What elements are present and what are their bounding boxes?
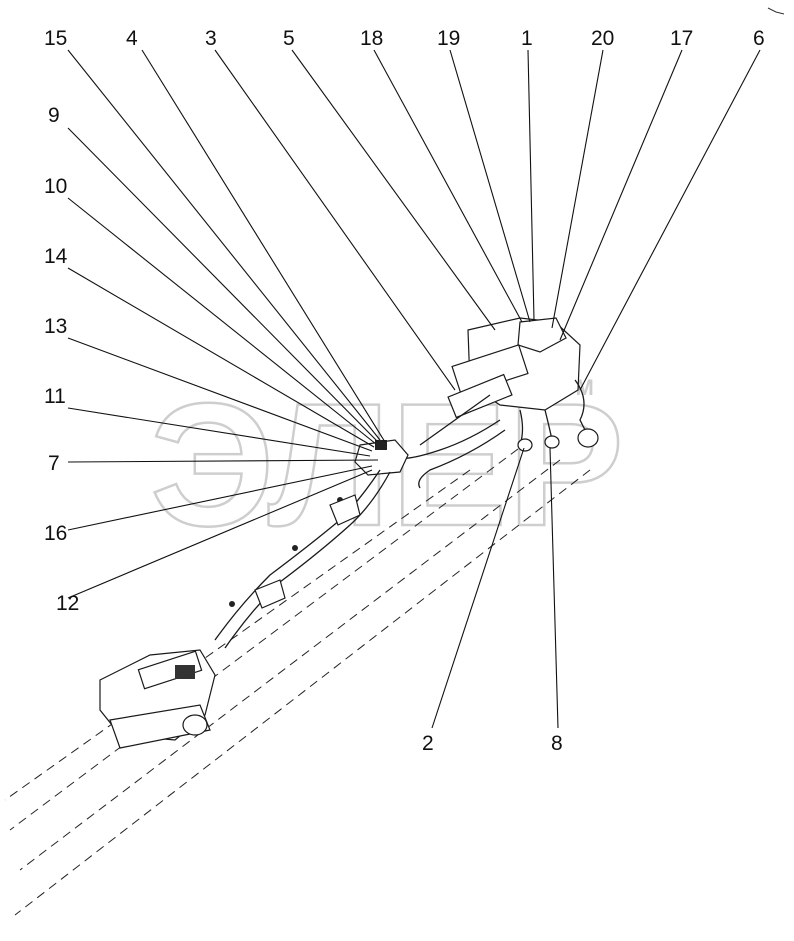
hose-run <box>214 469 391 649</box>
callout-14: 14 <box>44 245 68 268</box>
callout-4: 4 <box>126 27 138 50</box>
frame-centerlines <box>4 439 591 916</box>
callout-labels: 15 4 3 5 18 19 1 20 17 6 9 10 14 13 11 7… <box>44 27 765 755</box>
callout-5: 5 <box>283 27 295 50</box>
corner-mark <box>767 7 785 15</box>
callout-12: 12 <box>56 592 79 615</box>
callout-15: 15 <box>44 27 67 50</box>
callout-8: 8 <box>551 732 563 755</box>
callout-13: 13 <box>44 315 67 338</box>
front-assembly <box>354 317 599 489</box>
rear-assembly <box>99 649 216 749</box>
callout-16: 16 <box>44 522 67 545</box>
callout-7: 7 <box>48 452 60 475</box>
leader-lines <box>67 49 761 729</box>
callout-17: 17 <box>670 27 693 50</box>
callout-10: 10 <box>44 175 67 198</box>
callout-11: 11 <box>44 385 66 408</box>
callout-18: 18 <box>360 27 383 50</box>
callout-1: 1 <box>521 27 533 50</box>
callout-2: 2 <box>422 732 434 755</box>
callout-3: 3 <box>205 27 217 50</box>
callout-6: 6 <box>753 27 765 50</box>
callout-9: 9 <box>48 104 60 127</box>
callout-20: 20 <box>591 27 614 50</box>
callout-19: 19 <box>437 27 460 50</box>
